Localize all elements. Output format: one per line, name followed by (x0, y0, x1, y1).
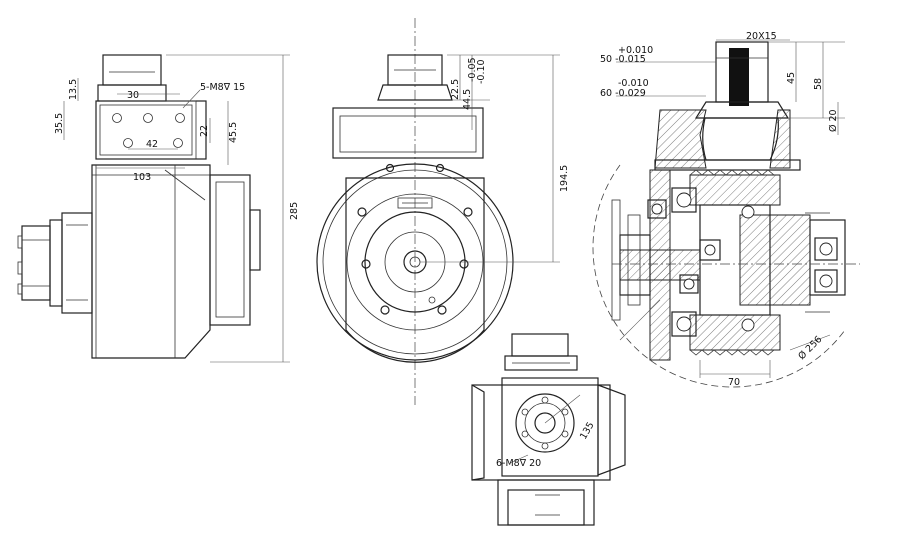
side-view: 285 13.5 35.5 30 42 22 45.5 103 5-M8∇ 15 (17, 54, 300, 363)
dim-22: 22 (199, 125, 210, 137)
dim-d256: Ø 256 (796, 334, 824, 362)
front-view: 22.5 44.5 -0.05 -0.10 194.5 (316, 18, 570, 405)
dim-13-5: 13.5 (68, 79, 79, 100)
bolt-note-bottom: 6-M8∇ 20 (496, 458, 541, 469)
dim-35-5: 35.5 (54, 113, 65, 134)
bolt-holes-side (112, 113, 185, 148)
side-dimensions (63, 54, 290, 363)
dim-22-5: 22.5 (450, 79, 461, 100)
tol-top: -0.05 (467, 57, 478, 82)
dim-30: 30 (127, 90, 139, 101)
dim-42: 42 (146, 139, 158, 150)
fit60: 60 -0.029 (600, 88, 646, 99)
dim-285: 285 (289, 202, 300, 220)
bolt-note-side: 5-M8∇ 15 (200, 82, 245, 93)
bearings (647, 187, 838, 337)
section-dimensions (616, 39, 845, 378)
fit50: 50 -0.015 (600, 54, 646, 65)
bottom-bolt-holes (521, 396, 569, 450)
fit60-tol-top: -0.010 (618, 78, 649, 89)
bottom-view: 6-M8∇ 20 135 (471, 333, 626, 526)
dim-58: 58 (813, 78, 824, 90)
fit50-tol-top: +0.010 (618, 45, 653, 56)
dim-194-5: 194.5 (559, 165, 570, 192)
dim-135: 135 (578, 420, 597, 441)
dim-45: 45 (786, 72, 797, 84)
key-dim: 20X15 (746, 31, 777, 42)
dim-103: 103 (133, 172, 151, 183)
front-dimensions (420, 54, 560, 263)
dim-44-5: 44.5 (462, 89, 473, 110)
section-view: +0.010 50 -0.015 -0.010 60 -0.029 20X15 … (592, 31, 860, 388)
dim-70: 70 (728, 377, 740, 388)
wheel-bolts (357, 163, 473, 315)
tol-bot: -0.10 (476, 59, 487, 84)
dim-45-5: 45.5 (228, 122, 239, 143)
dim-d20: Ø 20 (828, 109, 839, 132)
